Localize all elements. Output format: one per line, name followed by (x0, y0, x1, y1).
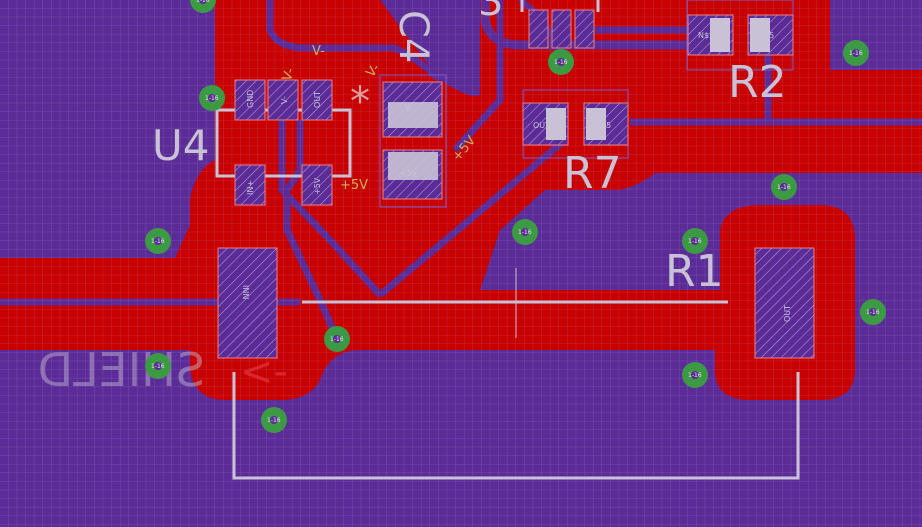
c4-component[interactable]: V- +5V C4 (379, 10, 447, 208)
r2-component[interactable]: N$5 N$5 R2 (686, 0, 794, 108)
u4-pad-gnd[interactable] (234, 79, 266, 121)
via[interactable]: 1-16 (548, 49, 574, 75)
via-label: 1-16 (151, 238, 165, 245)
ic-pad[interactable] (551, 9, 572, 49)
ic-pad[interactable] (574, 9, 595, 49)
via-label: 1-16 (518, 229, 532, 236)
via-layer: 1-16 1-16 1-16 1-16 1-16 1-16 1-16 1-16 1-16 1-16… (145, 0, 886, 433)
top-ic-component[interactable]: 3 (478, 0, 600, 49)
u4-pad-in-plus[interactable] (234, 164, 266, 206)
net-label: V- (312, 44, 325, 59)
pad-label: +5V (400, 169, 418, 178)
shield-outline[interactable] (232, 372, 800, 480)
pad-label: V- (280, 96, 289, 104)
via-label: 1-16 (688, 238, 702, 245)
via[interactable]: 1-16 (145, 353, 171, 379)
via-label: 1-16 (688, 372, 702, 379)
pad-label: V- (405, 103, 413, 112)
output-pad[interactable]: OUT (754, 247, 815, 359)
via-label: 1-16 (866, 309, 880, 316)
r2-name: R2 (728, 57, 787, 108)
c4-outline (379, 74, 447, 208)
r7-name: R7 (563, 148, 622, 199)
c4-name: C4 (390, 10, 436, 63)
via-label: 1-16 (554, 59, 568, 66)
pad-label: OUT (783, 305, 792, 322)
pad-label: +5V (313, 177, 322, 195)
pad-label: N$5 (595, 121, 611, 130)
pad-label: OUT (533, 121, 550, 130)
via[interactable]: 1-16 (860, 299, 886, 325)
u4-pad-vminus[interactable] (267, 79, 299, 121)
shield-label: SHIELD (38, 343, 205, 397)
pad-label: GND (246, 90, 255, 108)
pad-label: N$5 (758, 31, 774, 40)
via-label: 1-16 (151, 363, 165, 370)
u4-pad-out[interactable] (301, 79, 333, 121)
ic-pad[interactable] (528, 9, 549, 49)
via[interactable]: 1-16 (682, 362, 708, 388)
via[interactable]: 1-16 (682, 228, 708, 254)
pin1-marker: * (350, 79, 370, 125)
via-label: 1-16 (205, 95, 219, 102)
via-label: 1-16 (849, 50, 863, 57)
pad-label: N$5 (698, 31, 714, 40)
pad-label: INN (241, 285, 250, 299)
input-pad[interactable]: INN (217, 247, 278, 359)
u4-component[interactable]: GND V- OUT IN+ +5V U4 (152, 79, 352, 206)
net-label: +5V (340, 178, 368, 193)
via-label: 1-16 (330, 336, 344, 343)
via[interactable]: 1-16 (843, 40, 869, 66)
via[interactable]: 1-16 (512, 219, 538, 245)
via[interactable]: 1-16 (190, 0, 216, 13)
net-label: V- (280, 66, 299, 83)
via-label: 1-16 (267, 417, 281, 424)
u4-pad-plus5[interactable] (301, 164, 333, 206)
top-ic-name: 3 (478, 0, 503, 25)
r1-name: R1 (665, 246, 724, 297)
via-label: 1-16 (196, 0, 210, 4)
via[interactable]: 1-16 (145, 228, 171, 254)
pad-label: IN+ (246, 180, 255, 195)
pad-label: OUT (313, 91, 322, 108)
via-label: 1-16 (777, 184, 791, 191)
via[interactable]: 1-16 (324, 326, 350, 352)
u4-name: U4 (152, 121, 209, 170)
via[interactable]: 1-16 (199, 85, 225, 111)
via[interactable]: 1-16 (771, 174, 797, 200)
r7-component[interactable]: OUT N$5 R7 (522, 89, 629, 199)
via[interactable]: 1-16 (261, 407, 287, 433)
